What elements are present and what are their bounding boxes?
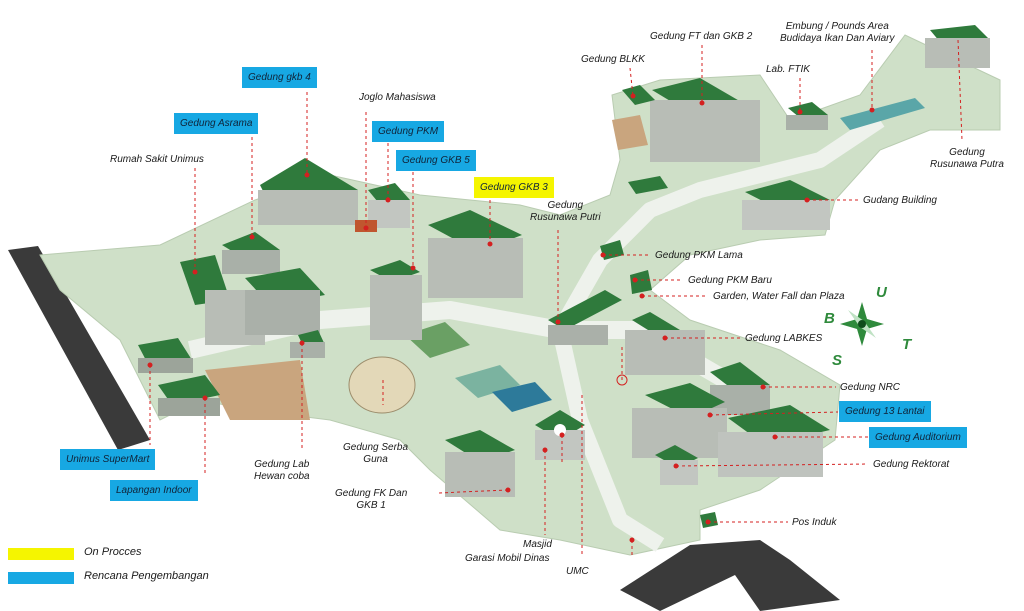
- label-pkm-lama: Gedung PKM Lama: [655, 250, 743, 261]
- legend-swatch-on-process: [8, 548, 74, 560]
- label-umc: UMC: [566, 566, 589, 577]
- label-fk-gkb1: Gedung FK Dan GKB 1: [335, 488, 408, 511]
- tennis-court: [492, 382, 552, 412]
- sand-area: [205, 360, 310, 420]
- label-joglo-mahasiswa: Joglo Mahasiswa: [359, 92, 436, 103]
- compass-s: S: [832, 352, 843, 369]
- label-pos-induk: Pos Induk: [792, 517, 837, 528]
- main-road: [8, 246, 150, 450]
- label-lab-ftik: Lab. FTIK: [766, 64, 810, 75]
- label-garasi: Garasi Mobil Dinas: [465, 553, 550, 564]
- label-gkb5: Gedung GKB 5: [396, 150, 476, 171]
- label-rusunawa-putri: Gedung Rusunawa Putri: [530, 200, 601, 223]
- sand-area: [612, 115, 648, 150]
- label-auditorium: Gedung Auditorium: [869, 427, 967, 448]
- label-rusunawa-putra: Gedung Rusunawa Putra: [930, 147, 1004, 170]
- label-rektorat: Gedung Rektorat: [873, 459, 950, 470]
- compass-icon: [840, 302, 884, 346]
- label-pkm: Gedung PKM: [372, 121, 445, 142]
- label-asrama: Gedung Asrama: [174, 113, 259, 134]
- label-supermart: Unimus SuperMart: [60, 449, 156, 470]
- pond: [840, 98, 925, 130]
- label-lapangan-indoor: Lapangan Indoor: [110, 480, 198, 501]
- internal-road: [553, 113, 885, 334]
- label-rumah-sakit: Rumah Sakit Unimus: [110, 154, 204, 165]
- pointer-lines: [149, 39, 963, 555]
- label-13-lantai: Gedung 13 Lantai: [839, 401, 931, 422]
- label-blkk: Gedung BLKK: [581, 54, 645, 65]
- label-pkm-baru: Gedung PKM Baru: [688, 275, 772, 286]
- pointer-dots: [147, 93, 875, 543]
- entrance-road: [620, 540, 840, 611]
- label-gkb4: Gedung gkb 4: [242, 67, 317, 88]
- label-ft-gkb2: Gedung FT dan GKB 2: [650, 31, 753, 42]
- compass-b: B: [824, 310, 835, 327]
- label-lab-hewan: Gedung Lab Hewan coba: [254, 459, 310, 482]
- label-garden: Garden, Water Fall dan Plaza: [713, 291, 845, 302]
- label-serba-guna: Gedung Serba Guna: [343, 442, 409, 465]
- legend-swatch-planned: [8, 572, 74, 584]
- legend-label-on-process: On Procces: [84, 546, 142, 558]
- compass-u: U: [876, 284, 887, 301]
- label-nrc: Gedung NRC: [840, 382, 901, 393]
- compass-t: T: [902, 336, 912, 353]
- label-embung: Embung / Pounds Area Budidaya Ikan Dan A…: [780, 21, 895, 44]
- internal-road: [552, 328, 665, 552]
- label-gkb3: Gedung GKB 3: [474, 177, 554, 198]
- label-gudang: Gudang Building: [863, 195, 937, 206]
- label-labkes: Gedung LABKES: [745, 333, 823, 344]
- label-masjid: Masjid: [523, 539, 552, 550]
- legend-label-planned: Rencana Pengembangan: [84, 570, 209, 582]
